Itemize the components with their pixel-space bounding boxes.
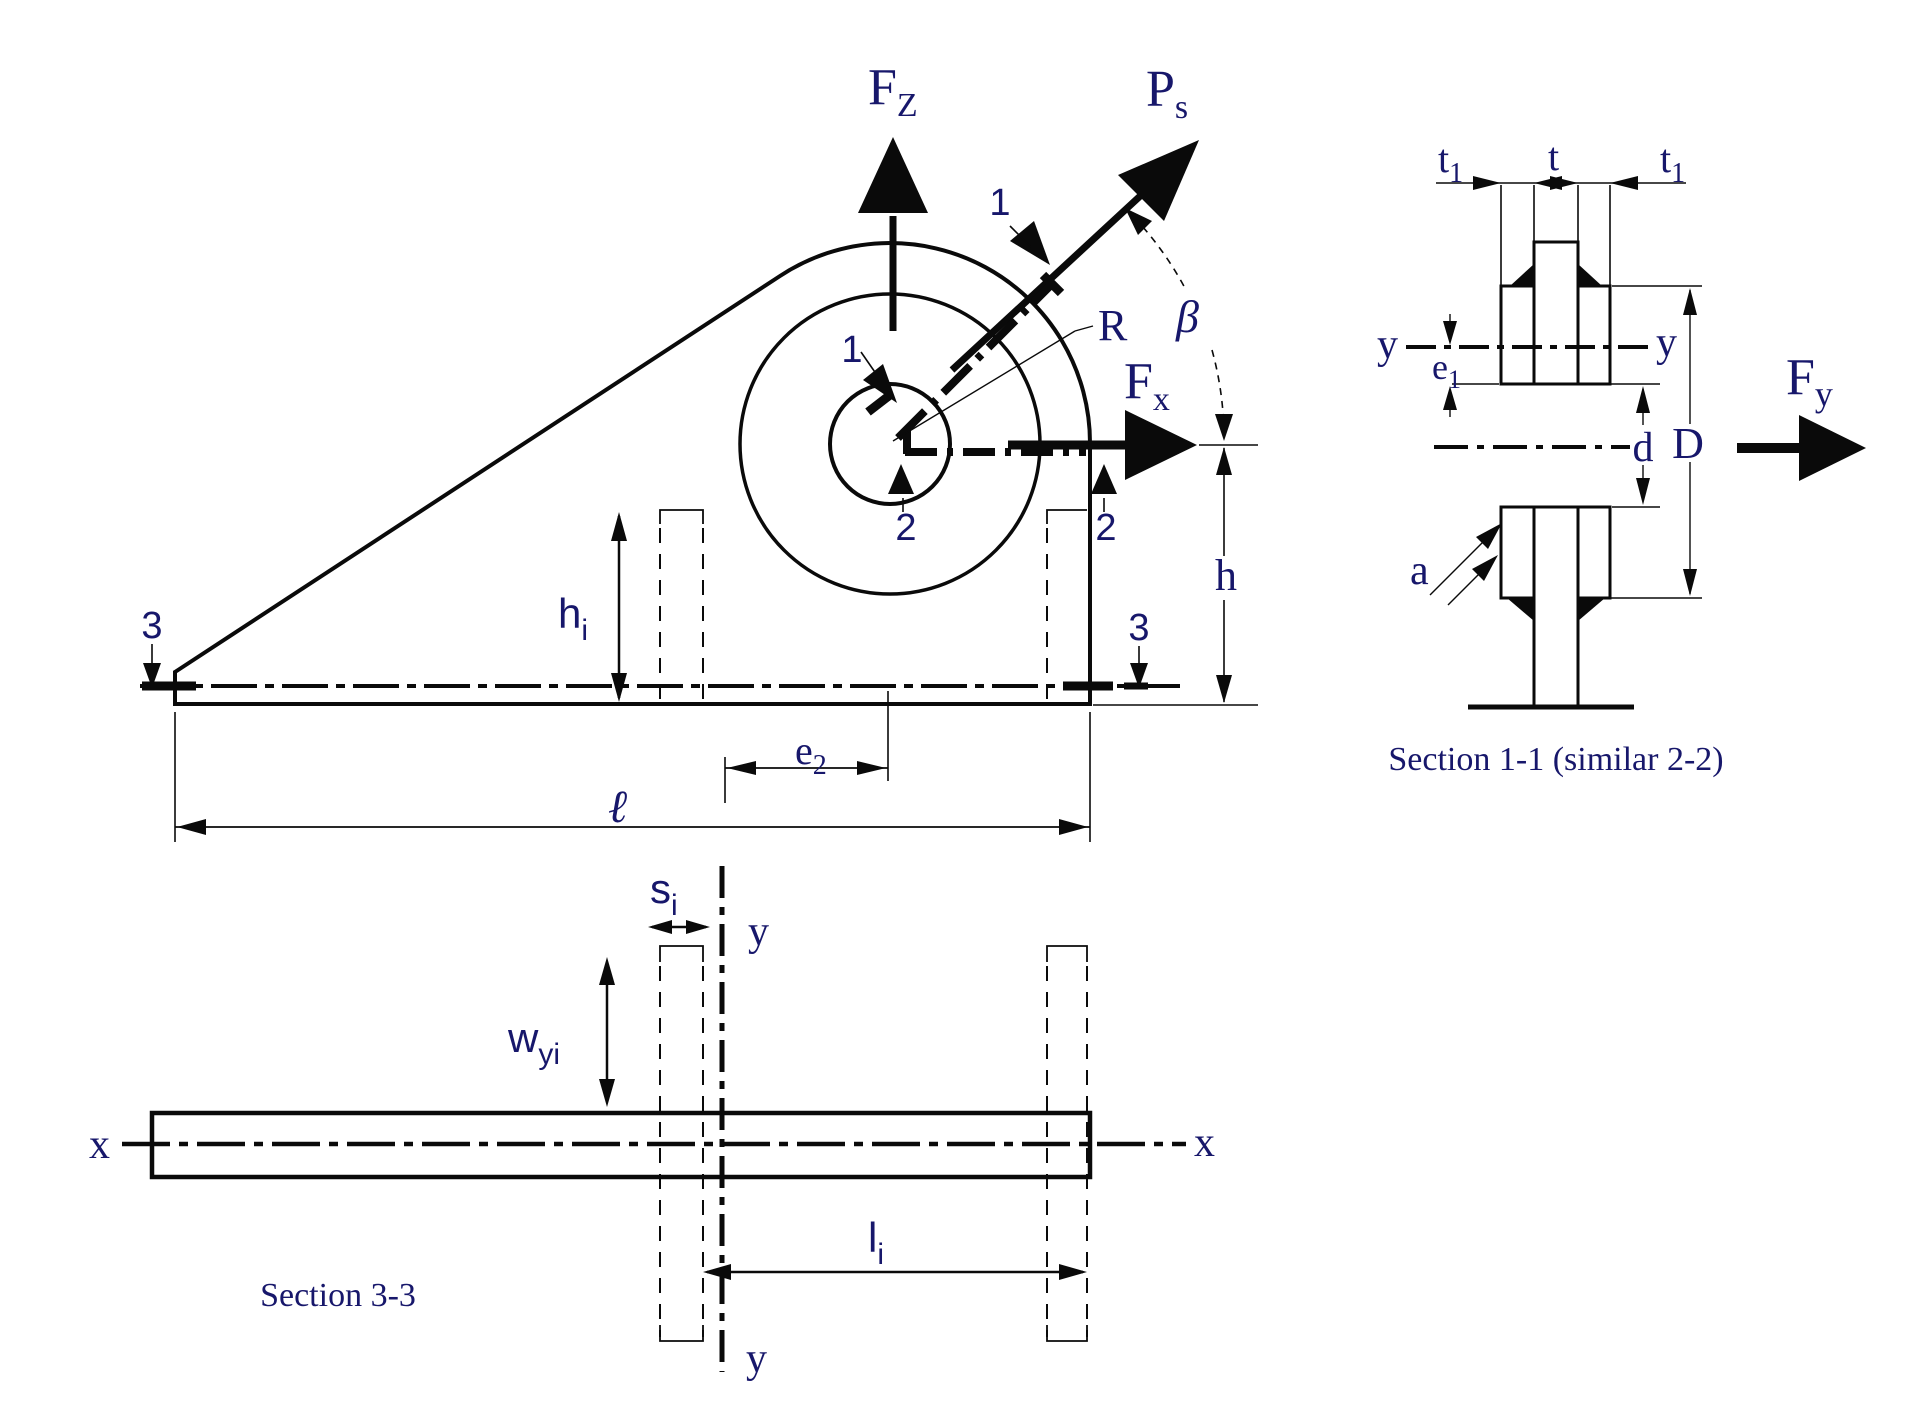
y-axis-label-bottom: y xyxy=(746,1336,767,1382)
xx-axis: x x xyxy=(89,1120,1215,1168)
main-plate-upper-section xyxy=(1532,240,1580,386)
wyi-dimension: wyi xyxy=(507,957,615,1107)
yy-axis-section11: y y xyxy=(1377,320,1677,368)
t1-right-label: t1 xyxy=(1660,136,1685,189)
li-dimension: li xyxy=(703,1214,1087,1280)
section-2-mark-center: 2 xyxy=(895,507,916,549)
x-axis-label-left: x xyxy=(89,1122,110,1168)
section-1-mark-lower: 1 xyxy=(841,329,862,371)
ps-force-arrow: Ps xyxy=(949,61,1199,373)
main-view: 3 3 FZ Ps 1 1 xyxy=(140,59,1258,842)
t-label: t xyxy=(1548,134,1559,179)
left-cheek-upper-section xyxy=(1499,284,1536,386)
section-2-mark-right: 2 xyxy=(1095,507,1116,549)
left-stiffener-hidden xyxy=(659,509,704,700)
y-axis-label-top: y xyxy=(748,909,769,955)
h-dimension: h xyxy=(1093,444,1258,706)
section-3-mark-right: 3 xyxy=(1128,607,1149,649)
d-dimension: d xyxy=(1612,386,1660,508)
li-label: li xyxy=(868,1214,884,1271)
a-label: a xyxy=(1410,548,1429,594)
section-3-mark-left: 3 xyxy=(141,605,162,647)
section-3-3-view: x x y y si xyxy=(89,865,1215,1382)
right-cheek-upper-section xyxy=(1576,284,1612,386)
beta-label: β xyxy=(1175,291,1199,342)
length-label: ℓ xyxy=(608,781,628,832)
thickness-dimensions: t1 t t1 xyxy=(1436,134,1686,288)
lower-section-parts xyxy=(1468,505,1634,710)
e1-dimension: e1 xyxy=(1432,314,1660,417)
t1-left-label: t1 xyxy=(1438,136,1463,189)
fy-force-arrow: Fy xyxy=(1737,349,1866,481)
section-1-1-view: t1 t t1 y y e1 xyxy=(1377,134,1866,778)
yy-axis-section33: y y xyxy=(719,866,769,1382)
weld-upper-right xyxy=(1578,264,1602,286)
fx-label: Fx xyxy=(1124,353,1170,418)
h-label: h xyxy=(1215,551,1237,600)
e2-dimension: e2 xyxy=(724,691,889,803)
lug-plate-outline xyxy=(173,241,1093,706)
weld-throat-leader: a xyxy=(1410,523,1502,606)
fx-force-arrow: Fx xyxy=(1008,353,1197,480)
y-axis-label-right: y xyxy=(1656,320,1677,366)
hi-dimension: hi xyxy=(558,512,627,702)
beta-angle-arc: β xyxy=(1124,207,1233,441)
wyi-label: wyi xyxy=(507,1014,560,1071)
section-3-3-cut-line: 3 3 xyxy=(140,605,1182,691)
section-1-1-caption: Section 1-1 (similar 2-2) xyxy=(1388,741,1723,778)
section-1-1-cut-line: 1 1 xyxy=(841,182,1065,441)
fz-force-arrow: FZ xyxy=(858,59,928,331)
section-3-3-caption: Section 3-3 xyxy=(260,1277,416,1314)
d-label: d xyxy=(1633,425,1654,471)
right-stiffener-hidden xyxy=(1046,509,1087,700)
section-2-2-cut-line: 2 2 xyxy=(888,428,1117,549)
e2-label: e2 xyxy=(795,728,827,781)
si-dimension: si xyxy=(648,865,710,934)
D-label: D xyxy=(1672,419,1704,468)
weld-upper-left xyxy=(1510,264,1534,286)
y-axis-label-left: y xyxy=(1377,322,1398,368)
si-label: si xyxy=(650,865,678,922)
x-axis-label-right: x xyxy=(1194,1120,1215,1166)
fz-label: FZ xyxy=(868,59,918,124)
length-dimension: ℓ xyxy=(174,712,1091,842)
left-stiffener-hidden-33 xyxy=(659,945,704,1342)
right-stiffener-hidden-33 xyxy=(1046,945,1088,1342)
e1-label: e1 xyxy=(1432,347,1461,394)
radius-leader: R xyxy=(892,301,1128,442)
D-dimension: D xyxy=(1608,285,1704,599)
ps-label: Ps xyxy=(1146,61,1188,126)
section-1-mark-upper: 1 xyxy=(989,182,1010,224)
hi-label: hi xyxy=(558,590,588,647)
fy-label: Fy xyxy=(1786,349,1833,414)
radius-label: R xyxy=(1098,301,1128,350)
